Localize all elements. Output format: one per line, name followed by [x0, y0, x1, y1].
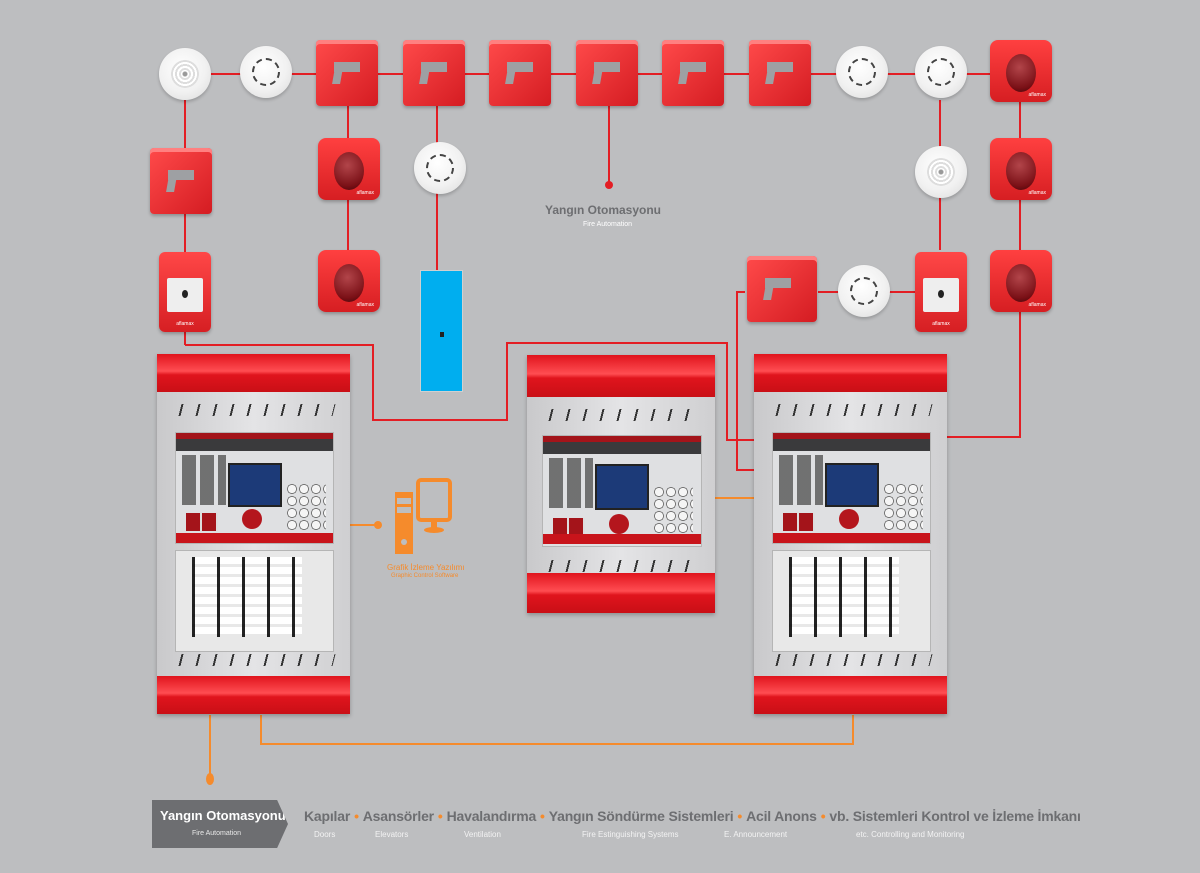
io-module: [662, 40, 724, 106]
manual-call-point: aflamax: [915, 252, 967, 332]
smoke-detector: [836, 46, 888, 98]
footer-badge-title: Yangın Otomasyonu: [160, 808, 286, 823]
right-branch-to-panel-wire: [736, 291, 754, 471]
io-module: [150, 148, 212, 214]
manual-call-point: aflamax: [159, 252, 211, 332]
sounder-flasher: aflamax: [990, 138, 1052, 200]
sounder-flasher: aflamax: [318, 138, 380, 200]
fire-panel-right: [754, 354, 947, 714]
sounder-flasher: aflamax: [318, 250, 380, 312]
separator-dot: •: [820, 808, 826, 824]
footer-item: Acil Anons: [746, 808, 817, 824]
heat-detector: [159, 48, 211, 100]
heat-detector: [915, 146, 967, 198]
separator-dot: •: [737, 808, 743, 824]
smoke-detector: [915, 46, 967, 98]
left-to-right-panel-wire: [185, 342, 754, 441]
io-module: [489, 40, 551, 106]
io-module: [576, 40, 638, 106]
footer-item: Havalandırma: [446, 808, 537, 824]
footer-badge: Yangın Otomasyonu Fire Automation: [152, 800, 288, 848]
software-label: Grafik İzleme Yazılımı: [387, 563, 465, 572]
right-column-to-panel-wire: [945, 330, 1021, 438]
smoke-detector: [414, 142, 466, 194]
footer-item: vb. Sistemleri Kontrol ve İzleme İmkanı: [829, 808, 1081, 824]
footer-item-sub: E. Announcement: [724, 830, 788, 839]
footer-item-sub: etc. Controlling and Monitoring: [856, 830, 965, 839]
footer-badge-subtitle: Fire Automation: [192, 830, 242, 837]
diagram-title: Yangın Otomasyonu: [545, 203, 662, 217]
sounder-flasher: aflamax: [990, 250, 1052, 312]
smoke-detector: [838, 265, 890, 317]
io-module: [316, 40, 378, 106]
io-module: [747, 256, 817, 322]
footer-item-sub: Doors: [314, 830, 336, 839]
footer-item-sub: Fire Estinguishing Systems: [582, 830, 679, 839]
separator-dot: •: [354, 808, 359, 824]
separator-dot: •: [540, 808, 545, 824]
diagram-subtitle: Fire Automation: [583, 221, 633, 228]
sounder-flasher: aflamax: [990, 40, 1052, 102]
footer-item-sub: Ventilation: [464, 830, 501, 839]
separator-dot: •: [437, 808, 443, 824]
footer-systems-list: Kapılar•Asansörler•Havalandırma•Yangın S…: [304, 808, 1081, 824]
footer-item-sub: Elevators: [375, 830, 409, 839]
network-wires: [209, 497, 854, 775]
io-module: [749, 40, 811, 106]
fire-panel-left: [157, 354, 350, 714]
footer-item: Asansörler: [362, 808, 434, 824]
software-sublabel: Graphic Control Software: [391, 573, 459, 579]
blue-device: [420, 270, 463, 392]
footer-item: Yangın Söndürme Sistemleri: [548, 808, 734, 824]
title-node: [605, 181, 613, 189]
footer-node: [206, 773, 214, 785]
io-module: [403, 40, 465, 106]
smoke-detector: [240, 46, 292, 98]
fire-panel-center: [527, 355, 715, 613]
footer-item: Kapılar: [304, 808, 351, 824]
computer-icon: [395, 478, 452, 554]
